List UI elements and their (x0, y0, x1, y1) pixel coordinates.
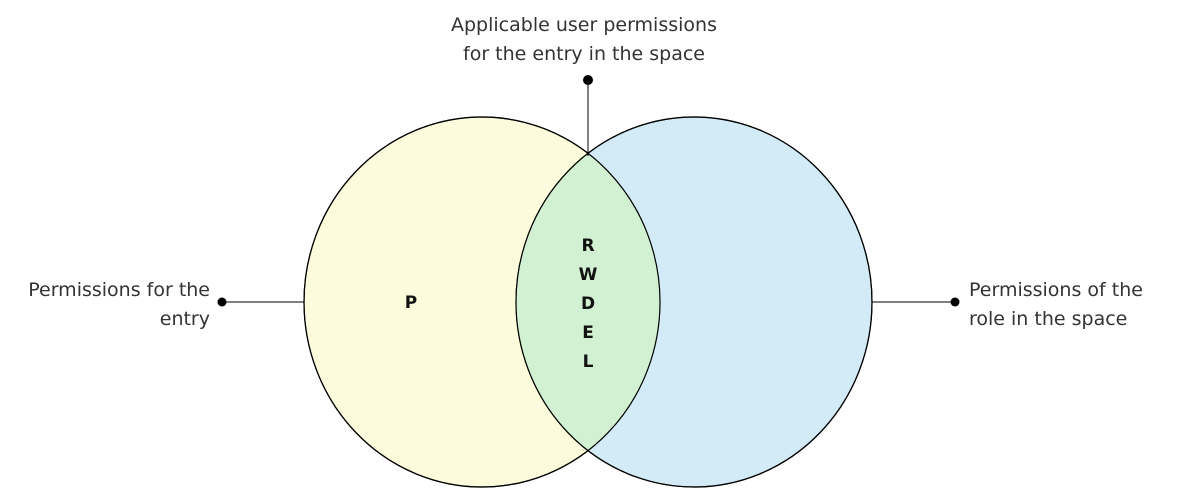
intersection-item: E (582, 323, 594, 343)
label-line: for the entry in the space (463, 43, 705, 65)
label-line: Permissions of the (969, 279, 1143, 301)
applicable-permissions-label: Applicable user permissions for the entr… (394, 11, 774, 69)
role-permissions-label: Permissions of the role in the space (969, 276, 1179, 334)
intersection-item: L (583, 352, 594, 372)
label-line: entry (159, 308, 210, 330)
label-line: Applicable user permissions (451, 14, 717, 36)
intersection-item: R (581, 236, 594, 256)
intersection-item: W (579, 265, 598, 285)
left-region-item: P (405, 293, 417, 313)
label-line: Permissions for the (28, 279, 210, 301)
intersection-item: D (581, 294, 595, 314)
intersection-region (516, 117, 660, 487)
label-line: role in the space (969, 308, 1128, 330)
top-leader-dot (583, 75, 593, 85)
right-leader-dot (950, 297, 960, 307)
entry-permissions-label: Permissions for the entry (0, 276, 210, 334)
left-leader-dot (217, 297, 227, 307)
